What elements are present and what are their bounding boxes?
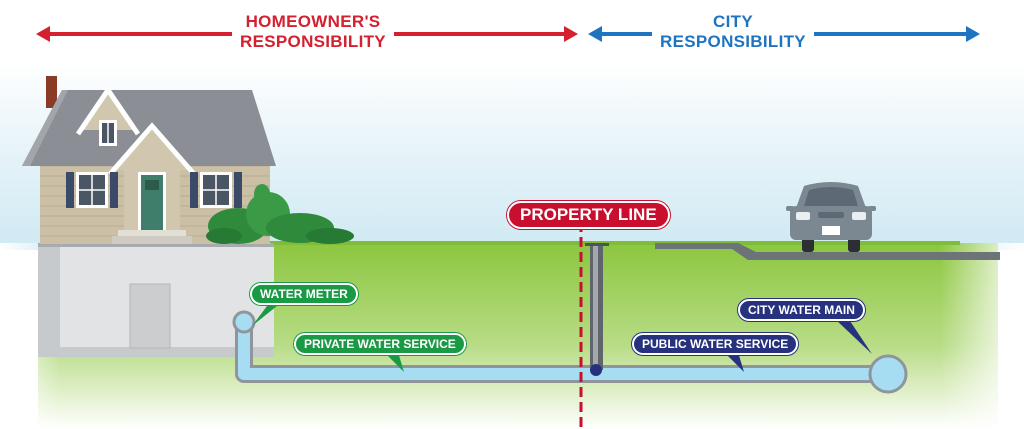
homeowner-heading-line1: HOMEOWNER'S <box>245 12 381 31</box>
roof-highlight <box>22 90 68 166</box>
ground-fade-right <box>940 243 1024 429</box>
shutter <box>190 172 198 208</box>
curb-stop <box>585 243 609 376</box>
homeowner-responsibility-heading: HOMEOWNER'S RESPONSIBILITY <box>232 12 394 52</box>
right-window-bars <box>203 175 229 205</box>
basement-door <box>129 283 171 349</box>
upper-gable-trim <box>75 85 141 136</box>
shutter <box>110 172 118 208</box>
water-meter-label: WATER METER <box>250 283 358 305</box>
city-heading-line2: RESPONSIBILITY <box>660 32 806 51</box>
water-pipe <box>232 310 908 394</box>
left-window-bars <box>79 175 105 205</box>
shutter <box>234 172 242 208</box>
entry-gable-trim <box>108 122 196 176</box>
upper-gable <box>82 94 134 130</box>
door-panel <box>145 180 159 190</box>
chimney <box>46 76 57 108</box>
foundation-line <box>38 243 274 247</box>
step-bottom <box>112 236 192 244</box>
private-water-service-label: PRIVATE WATER SERVICE <box>294 333 466 355</box>
grass-edge <box>270 241 960 245</box>
car <box>786 182 876 252</box>
city-heading-line1: CITY <box>713 12 753 31</box>
road-curb <box>655 243 1000 260</box>
shutter <box>66 172 74 208</box>
property-line-label: PROPERTY LINE <box>507 201 670 229</box>
city-water-main-label: CITY WATER MAIN <box>738 299 865 321</box>
label-pointers <box>252 302 872 372</box>
city-water-main-pipe <box>868 354 908 394</box>
city-responsibility-heading: CITY RESPONSIBILITY <box>652 12 814 52</box>
bushes <box>206 184 354 244</box>
homeowner-heading-line2: RESPONSIBILITY <box>240 32 386 51</box>
public-water-service-label: PUBLIC WATER SERVICE <box>632 333 799 355</box>
step-top <box>118 230 186 236</box>
entry-gable <box>116 130 188 170</box>
